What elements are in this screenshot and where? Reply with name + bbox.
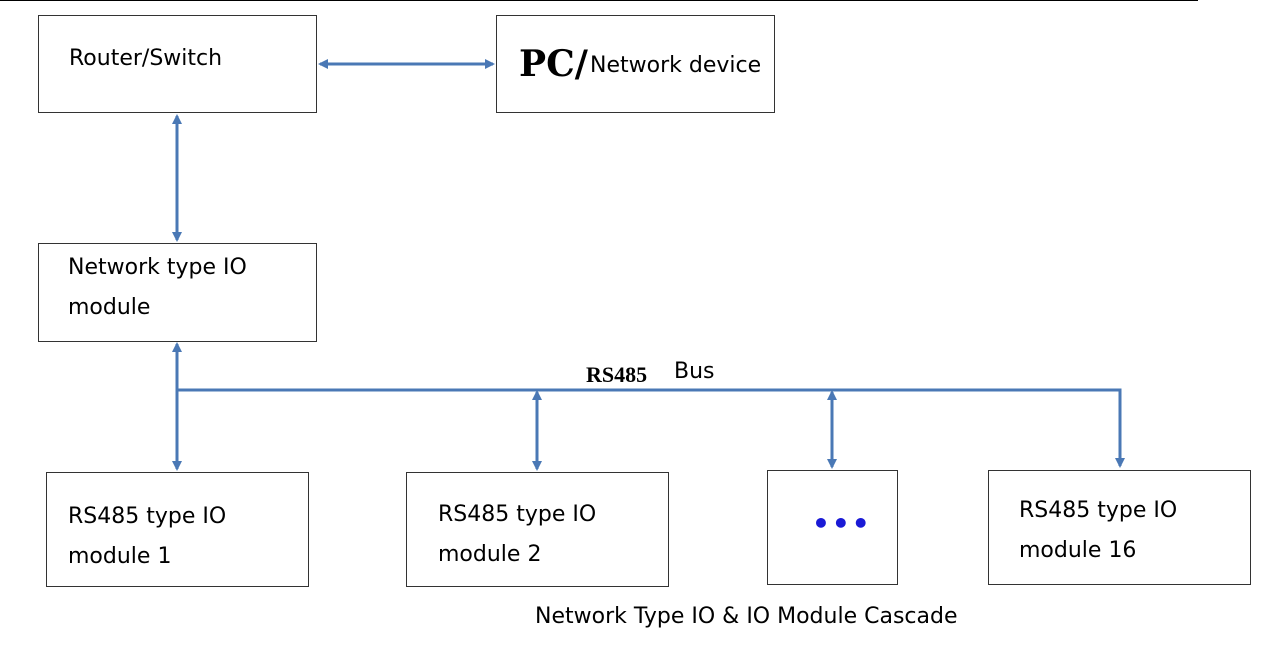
rs485-bus-label: Bus xyxy=(674,359,715,384)
rs485-bus-line xyxy=(177,388,1125,468)
rs485-module-16-box: RS485 type IO module 16 xyxy=(988,470,1251,585)
module-16-line1: RS485 type IO xyxy=(1019,498,1178,523)
module-16-line2: module 16 xyxy=(1019,538,1137,563)
ellipsis-box: ••• xyxy=(767,470,898,585)
router-switch-label: Router/Switch xyxy=(69,46,223,71)
module-2-line1: RS485 type IO xyxy=(438,502,597,527)
pc-network-device-box: PC/ Network device xyxy=(496,15,775,113)
network-io-line1: Network type IO xyxy=(68,255,247,280)
module-1-line2: module 1 xyxy=(68,544,172,569)
rs485-bus-prefix: RS485 xyxy=(586,362,648,387)
ellipsis-dots: ••• xyxy=(812,507,872,540)
rs485-module-2-box: RS485 type IO module 2 xyxy=(406,472,669,587)
module-1-line1: RS485 type IO xyxy=(68,504,227,529)
pc-label: PC/ xyxy=(519,43,588,85)
network-io-module-box: Network type IO module xyxy=(38,243,317,342)
diagram-caption: Network Type IO & IO Module Cascade xyxy=(535,604,958,629)
network-io-line2: module xyxy=(68,295,151,320)
rs485-module-1-box: RS485 type IO module 1 xyxy=(46,472,309,587)
router-switch-box: Router/Switch xyxy=(38,15,317,113)
network-device-label: Network device xyxy=(590,53,762,78)
top-rule xyxy=(0,0,1198,1)
module-2-line2: module 2 xyxy=(438,542,542,567)
